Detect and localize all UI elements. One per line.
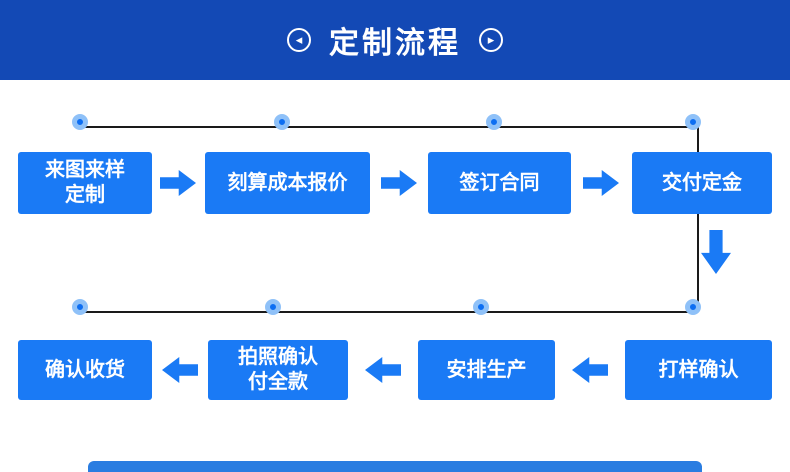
step-provide-drawings-samples: 来图来样 定制 <box>18 152 152 214</box>
step-label: 打样确认 <box>658 358 739 381</box>
step-pay-deposit: 交付定金 <box>632 152 772 214</box>
step-cost-quote: 刻算成本报价 <box>205 152 370 214</box>
step-sample-confirm: 打样确认 <box>625 340 772 400</box>
step-label: 付全款 <box>248 371 308 393</box>
node-dot <box>473 299 489 315</box>
connector-line-vertical <box>697 127 699 312</box>
arrow-left-icon <box>572 357 608 383</box>
arrow-right-icon <box>160 170 196 196</box>
step-arrange-production: 安排生产 <box>418 340 555 400</box>
arrow-right-icon <box>583 170 619 196</box>
section-header: ◂ 定制流程 ▸ <box>0 0 790 80</box>
step-photo-confirm-pay-balance: 拍照确认 付全款 <box>208 340 348 400</box>
step-label: 拍照确认 <box>238 346 318 368</box>
connector-line-bottom <box>85 311 698 313</box>
arrow-left-icon <box>365 357 401 383</box>
step-label: 交付定金 <box>662 171 742 194</box>
chevron-right-icon: ▸ <box>479 28 503 52</box>
chevron-left-icon: ◂ <box>287 28 311 52</box>
arrow-left-icon <box>162 357 198 383</box>
arrow-down-icon <box>701 230 731 274</box>
node-dot <box>274 114 290 130</box>
step-label: 确认收货 <box>45 358 125 381</box>
next-section-top-bar <box>88 461 702 472</box>
step-label: 安排生产 <box>446 358 527 381</box>
step-label: 来图来样 <box>45 159 125 181</box>
node-dot <box>685 114 701 130</box>
node-dot <box>685 299 701 315</box>
arrow-right-icon <box>381 170 417 196</box>
connector-line-top <box>85 126 698 128</box>
section-title: 定制流程 <box>329 27 461 60</box>
node-dot <box>72 114 88 130</box>
node-dot <box>72 299 88 315</box>
node-dot <box>265 299 281 315</box>
step-label: 签订合同 <box>459 171 540 194</box>
step-confirm-receipt: 确认收货 <box>18 340 152 400</box>
node-dot <box>486 114 502 130</box>
step-label: 定制 <box>65 184 105 206</box>
step-label: 刻算成本报价 <box>227 171 348 194</box>
step-sign-contract: 签订合同 <box>428 152 571 214</box>
